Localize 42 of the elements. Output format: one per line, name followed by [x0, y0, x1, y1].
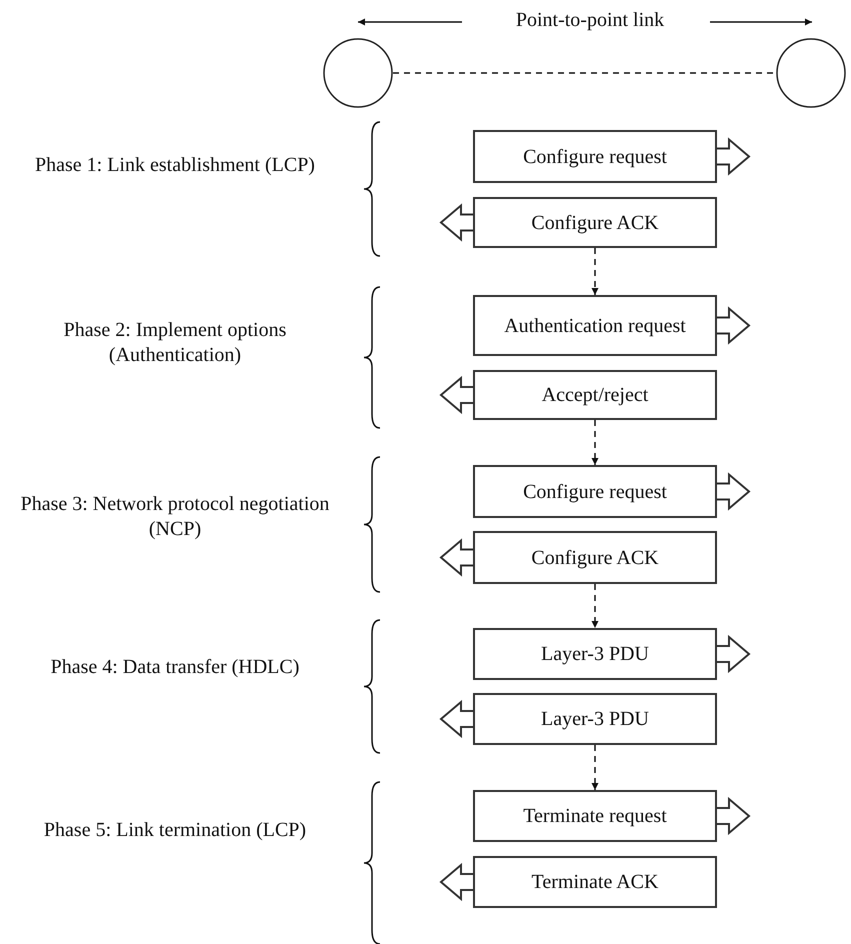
- message-text: Authentication request: [504, 314, 686, 338]
- message-box: [473, 295, 717, 356]
- message-text: Configure ACK: [531, 210, 659, 234]
- block-arrow: [439, 203, 474, 242]
- message-text: Terminate request: [523, 804, 667, 828]
- message-text: Configure request: [523, 480, 667, 504]
- message-box: [473, 693, 717, 745]
- circle-node: [323, 38, 393, 108]
- phase-label: Phase 5: Link termination (LCP): [42, 818, 308, 843]
- message-box: [473, 531, 717, 584]
- message-text: Configure ACK: [531, 546, 659, 570]
- block-arrow: [439, 862, 474, 902]
- phase-label: Phase 4: Data transfer (HDLC): [50, 655, 300, 680]
- message-text: Accept/reject: [542, 383, 648, 407]
- link-label: Point-to-point link: [514, 8, 666, 33]
- message-text: Layer-3 PDU: [541, 642, 649, 666]
- message-box: [473, 856, 717, 908]
- block-arrow: [716, 306, 751, 345]
- message-text: Layer-3 PDU: [541, 707, 649, 731]
- block-arrow: [716, 796, 751, 836]
- phase-label: Phase 3: Network protocol negotiation (NCP): [20, 492, 330, 542]
- message-box: [473, 197, 717, 248]
- message-box: [473, 790, 717, 842]
- message-text: Terminate ACK: [532, 870, 658, 894]
- block-arrow: [439, 376, 474, 414]
- connector-arrow: [592, 745, 598, 790]
- message-box: [473, 130, 717, 183]
- phase-label: Phase 1: Link establishment (LCP): [34, 153, 316, 178]
- circle-node: [776, 38, 846, 108]
- phase-label: Phase 2: Implement options (Authentication): [62, 318, 288, 368]
- block-arrow: [439, 538, 474, 577]
- connector-arrow: [592, 248, 598, 295]
- message-box: [473, 370, 717, 420]
- block-arrow: [439, 700, 474, 738]
- connector-arrow: [592, 584, 598, 628]
- block-arrow: [716, 137, 751, 176]
- block-arrow: [716, 472, 751, 511]
- connector-arrow: [592, 420, 598, 465]
- block-arrow: [716, 634, 751, 674]
- message-box: [473, 465, 717, 518]
- message-box: [473, 628, 717, 680]
- message-text: Configure request: [523, 144, 667, 168]
